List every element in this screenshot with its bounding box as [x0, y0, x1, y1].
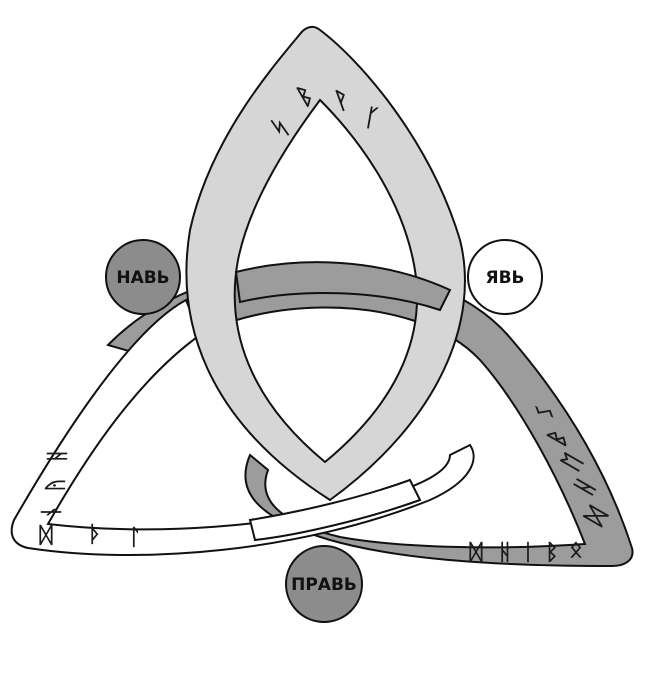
- rune-glyph: ᚺ: [498, 541, 511, 566]
- left-vertical-runes: ᚺ ᚤ ᚾ: [40, 449, 71, 518]
- rune-glyph: ᚤ: [44, 478, 69, 491]
- left-ring-band: [10, 298, 475, 557]
- right-ring-band: [106, 264, 634, 568]
- prav-badge-label: ПРАВЬ: [291, 575, 357, 595]
- rune-glyph: ᚺ: [46, 449, 71, 462]
- rune-glyph: ᚾ: [40, 505, 65, 518]
- rune-glyph: ᛟ: [569, 538, 582, 563]
- left-ring-overlap: [248, 478, 422, 542]
- rune-glyph: ᛞ: [469, 541, 483, 566]
- top-ring-band: [185, 25, 466, 502]
- yav-badge-label: ЯВЬ: [485, 268, 524, 288]
- yav-badge: ЯВЬ: [467, 239, 543, 315]
- prav-badge: ПРАВЬ: [285, 545, 363, 623]
- rune-glyph: ᛞ: [39, 524, 53, 549]
- rune-glyph: ᚴ: [362, 103, 381, 133]
- right-ring-overlap: [234, 261, 452, 312]
- nav-badge: НАВЬ: [105, 239, 181, 315]
- rune-glyph: ᚦ: [88, 523, 101, 548]
- rune-glyph: ᛁ: [521, 541, 534, 566]
- nav-badge-label: НАВЬ: [116, 268, 169, 288]
- rune-glyph: ᛚ: [128, 526, 141, 551]
- rune-glyph: ᛒ: [545, 541, 558, 566]
